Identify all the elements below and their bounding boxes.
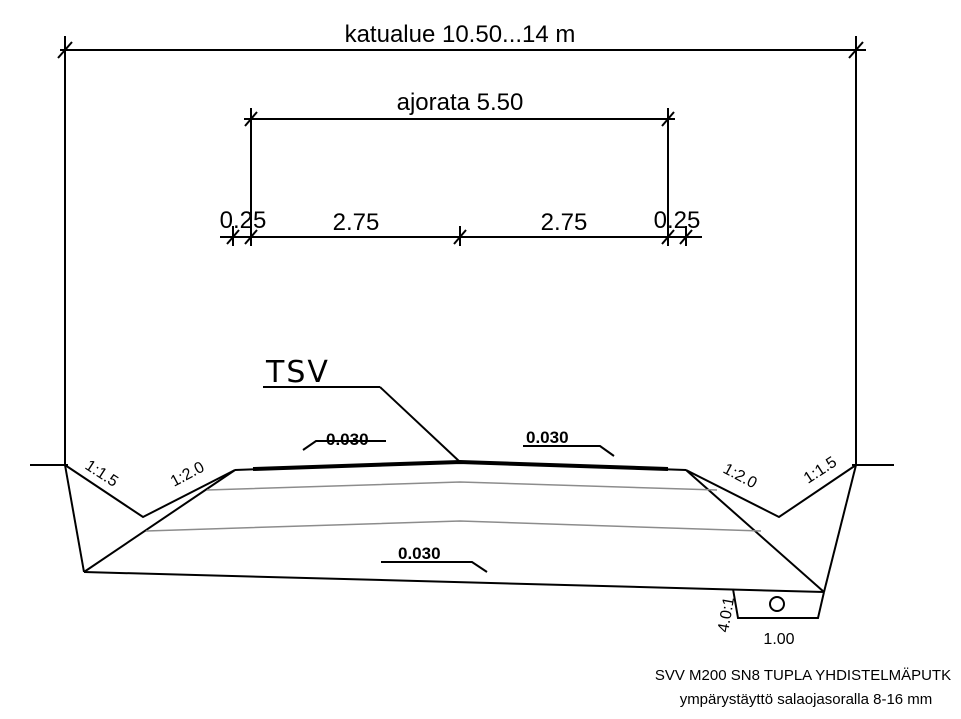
tsv-leader-line: [379, 386, 461, 463]
slope-arrow-left: [302, 440, 386, 451]
trench-outline: [732, 588, 825, 619]
right-outer-wall: [823, 464, 857, 593]
ratio-right-outer: 1:1.5: [801, 454, 840, 488]
right-ditch: [685, 464, 857, 519]
layer-line-1: [206, 481, 718, 491]
ratio-left-outer: 1:1.5: [82, 457, 121, 491]
katualue-tick-left: [57, 41, 73, 59]
drain-pipe-icon: [769, 596, 785, 612]
pavement-layers: [145, 481, 762, 532]
ratio-right-inner: 1:2.0: [720, 461, 759, 493]
ratio-left-inner: 1:2.0: [168, 459, 207, 491]
pipe-note-line1: SVV M200 SN8 TUPLA YHDISTELMÄPUTK: [655, 667, 951, 684]
lane-left-label: 2.75: [333, 209, 380, 236]
katualue-tick-right: [848, 41, 864, 59]
asphalt-surface: [252, 459, 669, 471]
edge-right-label: 0.25: [654, 207, 701, 234]
lane-tick-0: [226, 229, 240, 245]
lane-tick-1: [244, 229, 258, 245]
ajorata-tick-right: [661, 111, 675, 127]
ajorata-label: ajorata 5.50: [397, 89, 524, 116]
tsv-label: TSV: [265, 355, 330, 390]
layer-line-2: [145, 520, 762, 532]
lane-right-label: 2.75: [541, 209, 588, 236]
slope-crown-left: 0.030: [326, 430, 369, 449]
structure-bottom: [83, 571, 825, 593]
ajorata-tick-left: [244, 111, 258, 127]
trench-width-label: 1.00: [763, 631, 794, 648]
slope-arrow-bottom: [381, 561, 488, 573]
slope-arrow-right: [523, 445, 615, 457]
lane-tick-4: [661, 229, 675, 245]
slope-crown-right: 0.030: [526, 428, 569, 447]
ajorata-dimension: [244, 108, 675, 246]
katualue-label: katualue 10.50...14 m: [345, 21, 576, 48]
drain-trench: [732, 588, 825, 619]
pipe-note-line2: ympärystäyttö salaojasoralla 8-16 mm: [680, 691, 933, 708]
lane-tick-5: [679, 229, 693, 245]
lane-tick-center: [453, 229, 467, 245]
left-ditch: [64, 464, 236, 519]
lane-dimension: [220, 226, 702, 246]
left-embankment: [83, 469, 236, 573]
edge-left-label: 0.25: [220, 207, 267, 234]
ratio-trench-side: 4.0:1: [715, 596, 738, 634]
tsv-leader: [263, 386, 461, 463]
slope-subbase: 0.030: [398, 544, 441, 563]
katualue-dimension: [57, 36, 866, 465]
slope-indicators: [302, 440, 615, 573]
left-outer-wall: [64, 464, 85, 573]
